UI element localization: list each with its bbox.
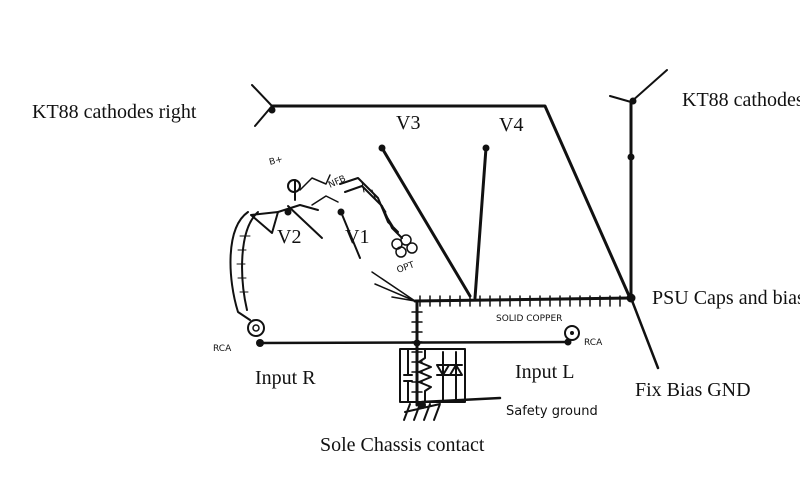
kt88-right-cathode-wire xyxy=(251,84,632,300)
opt-label: OPT xyxy=(396,260,417,276)
rca-right-label: RCA xyxy=(584,338,603,348)
solid-copper-label: SOLID COPPER xyxy=(496,314,562,324)
kt88-right-label: KT88 cathodes right xyxy=(32,101,197,123)
input-r-label: Input R xyxy=(255,367,316,389)
rca-left-label: RCA xyxy=(213,344,232,354)
psu-label: PSU Caps and bias xyxy=(652,287,800,309)
shielded-cable-left xyxy=(229,211,259,321)
v1-label: V1 xyxy=(345,226,369,248)
chassis-ground-symbol xyxy=(403,401,441,421)
rca-jack-left xyxy=(247,319,265,337)
input-l-label: Input L xyxy=(515,361,574,383)
fix-bias-label: Fix Bias GND xyxy=(635,379,751,401)
v1-sketch xyxy=(337,208,361,259)
rca-jack-right xyxy=(564,325,580,341)
sole-chassis-label: Sole Chassis contact xyxy=(320,434,485,456)
v4-ground-wire xyxy=(473,144,490,300)
kt88-left-label: KT88 cathodes left xyxy=(682,89,800,111)
opt-coil xyxy=(391,234,418,258)
kt88-left-cathode-wire xyxy=(609,69,668,300)
v2-label: V2 xyxy=(277,226,301,248)
bplus-label: B+ xyxy=(268,155,284,168)
nfb-wire xyxy=(339,177,403,239)
v3-label: V3 xyxy=(396,112,420,134)
solid-copper-bus xyxy=(371,271,633,407)
safety-ground-label: Safety ground xyxy=(506,404,598,419)
v4-label: V4 xyxy=(499,114,523,136)
input-ground-line xyxy=(256,338,572,347)
v3-ground-wire xyxy=(378,144,472,298)
safety-ground-network xyxy=(399,348,502,404)
v2-sketch xyxy=(250,174,339,239)
